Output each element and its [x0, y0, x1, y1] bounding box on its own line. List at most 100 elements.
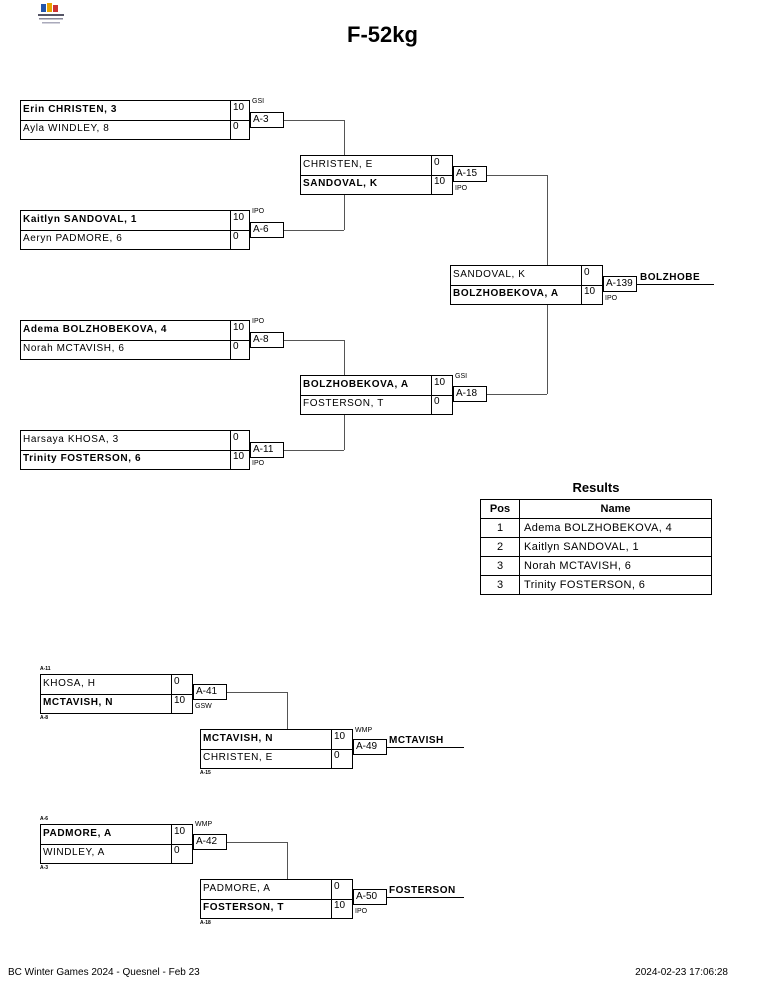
competitor-score: 10 [434, 377, 446, 388]
win-type: WMP [195, 821, 213, 828]
competitor-score: 10 [434, 176, 446, 187]
match-id: A-42 [193, 834, 227, 850]
table-row: 3 Trinity FOSTERSON, 6 [480, 575, 712, 595]
bracket-match-box: BOLZHOBEKOVA, A 10 FOSTERSON, T 0 [300, 375, 453, 415]
competitor-name: MCTAVISH, N [203, 733, 274, 744]
win-type: GSI [252, 98, 265, 105]
competitor-name: MCTAVISH, N [43, 697, 114, 708]
source-match-label: A-18 [200, 920, 211, 926]
win-type: GSI [455, 373, 468, 380]
competitor-score: 0 [584, 267, 590, 278]
bc-games-logo [38, 3, 64, 24]
bracket-match-box: Adema BOLZHOBEKOVA, 4 10 Norah MCTAVISH,… [20, 320, 250, 360]
match-id: A-49 [353, 739, 387, 755]
win-type: GSW [195, 703, 212, 710]
competitor-name: Erin CHRISTEN, 3 [23, 104, 118, 115]
competitor-name: PADMORE, A [43, 828, 112, 839]
match-id: A-50 [353, 889, 387, 905]
source-match-label: A-8 [40, 715, 49, 721]
footer-timestamp: 2024-02-23 17:06:28 [635, 967, 728, 978]
repechage-match-box: KHOSA, H 0 MCTAVISH, N 10 [40, 674, 193, 714]
competitor-name: Kaitlyn SANDOVAL, 1 [23, 214, 138, 225]
competitor-score: 10 [334, 900, 346, 911]
competitor-score: 0 [334, 750, 340, 761]
match-id: A-41 [193, 684, 227, 700]
competitor-name: FOSTERSON, T [303, 398, 384, 409]
result-name: Trinity FOSTERSON, 6 [519, 575, 712, 595]
result-name: Norah MCTAVISH, 6 [519, 556, 712, 576]
match-id: A-139 [603, 276, 637, 292]
result-pos: 3 [480, 556, 520, 576]
competitor-score: 10 [334, 731, 346, 742]
match-id: A-8 [250, 332, 284, 348]
competitor-score: 10 [233, 322, 245, 333]
bracket-match-box: Kaitlyn SANDOVAL, 1 10 Aeryn PADMORE, 6 … [20, 210, 250, 250]
competitor-name: PADMORE, A [203, 883, 271, 894]
table-row: 2 Kaitlyn SANDOVAL, 1 [480, 537, 712, 557]
competitor-score: 0 [233, 121, 239, 132]
competitor-name: KHOSA, H [43, 678, 96, 689]
result-name: Kaitlyn SANDOVAL, 1 [519, 537, 712, 557]
competitor-name: Ayla WINDLEY, 8 [23, 123, 110, 134]
competitor-score: 10 [174, 695, 186, 706]
source-match-label: A-6 [40, 816, 49, 822]
champion-name: BOLZHOBE [640, 272, 701, 283]
bracket-match-box: CHRISTEN, E 0 SANDOVAL, K 10 [300, 155, 453, 195]
competitor-name: Norah MCTAVISH, 6 [23, 343, 125, 354]
result-name: Adema BOLZHOBEKOVA, 4 [519, 518, 712, 538]
table-row: 3 Norah MCTAVISH, 6 [480, 556, 712, 576]
footer-event: BC Winter Games 2024 - Quesnel - Feb 23 [8, 967, 200, 978]
win-type: WMP [355, 727, 373, 734]
competitor-name: CHRISTEN, E [303, 159, 373, 170]
win-type: IPO [455, 185, 468, 192]
match-id: A-3 [250, 112, 284, 128]
page-title: F-52kg [347, 22, 418, 47]
win-type: IPO [252, 318, 265, 325]
win-type: IPO [252, 208, 265, 215]
results-table: Pos Name 1 Adema BOLZHOBEKOVA, 4 2 Kaitl… [480, 499, 712, 595]
table-header-row: Pos Name [480, 499, 712, 519]
competitor-score: 10 [584, 286, 596, 297]
source-match-label: A-11 [40, 666, 51, 672]
competitor-score: 10 [233, 102, 245, 113]
results-title: Results [572, 480, 620, 495]
bracket-final-box: SANDOVAL, K 0 BOLZHOBEKOVA, A 10 [450, 265, 603, 305]
win-type: IPO [355, 908, 368, 915]
match-id: A-18 [453, 386, 487, 402]
result-pos: 3 [480, 575, 520, 595]
competitor-name: BOLZHOBEKOVA, A [453, 288, 559, 299]
match-id: A-15 [453, 166, 487, 182]
competitor-score: 0 [233, 432, 239, 443]
source-match-label: A-3 [40, 865, 49, 871]
result-pos: 2 [480, 537, 520, 557]
bracket-match-box: Erin CHRISTEN, 3 10 Ayla WINDLEY, 8 0 [20, 100, 250, 140]
bronze-winner-name: MCTAVISH [389, 735, 444, 746]
column-header-name: Name [519, 499, 712, 519]
competitor-score: 0 [174, 676, 180, 687]
table-row: 1 Adema BOLZHOBEKOVA, 4 [480, 518, 712, 538]
competitor-score: 10 [233, 451, 245, 462]
competitor-name: CHRISTEN, E [203, 752, 273, 763]
competitor-name: WINDLEY, A [43, 847, 105, 858]
result-pos: 1 [480, 518, 520, 538]
win-type: IPO [252, 460, 265, 467]
win-type: IPO [605, 295, 618, 302]
competitor-score: 0 [434, 396, 440, 407]
column-header-pos: Pos [480, 499, 520, 519]
competitor-score: 10 [174, 826, 186, 837]
bronze-winner-name: FOSTERSON [389, 885, 456, 896]
competitor-score: 0 [334, 881, 340, 892]
competitor-score: 0 [174, 845, 180, 856]
competitor-name: Harsaya KHOSA, 3 [23, 434, 119, 445]
competitor-name: Aeryn PADMORE, 6 [23, 233, 123, 244]
bronze-match-box: PADMORE, A 0 FOSTERSON, T 10 [200, 879, 353, 919]
competitor-score: 0 [434, 157, 440, 168]
competitor-name: SANDOVAL, K [453, 269, 526, 280]
competitor-name: Trinity FOSTERSON, 6 [23, 453, 142, 464]
bracket-match-box: Harsaya KHOSA, 3 0 Trinity FOSTERSON, 6 … [20, 430, 250, 470]
competitor-name: SANDOVAL, K [303, 178, 378, 189]
competitor-score: 0 [233, 341, 239, 352]
match-id: A-11 [250, 442, 284, 458]
competitor-score: 10 [233, 212, 245, 223]
competitor-score: 0 [233, 231, 239, 242]
